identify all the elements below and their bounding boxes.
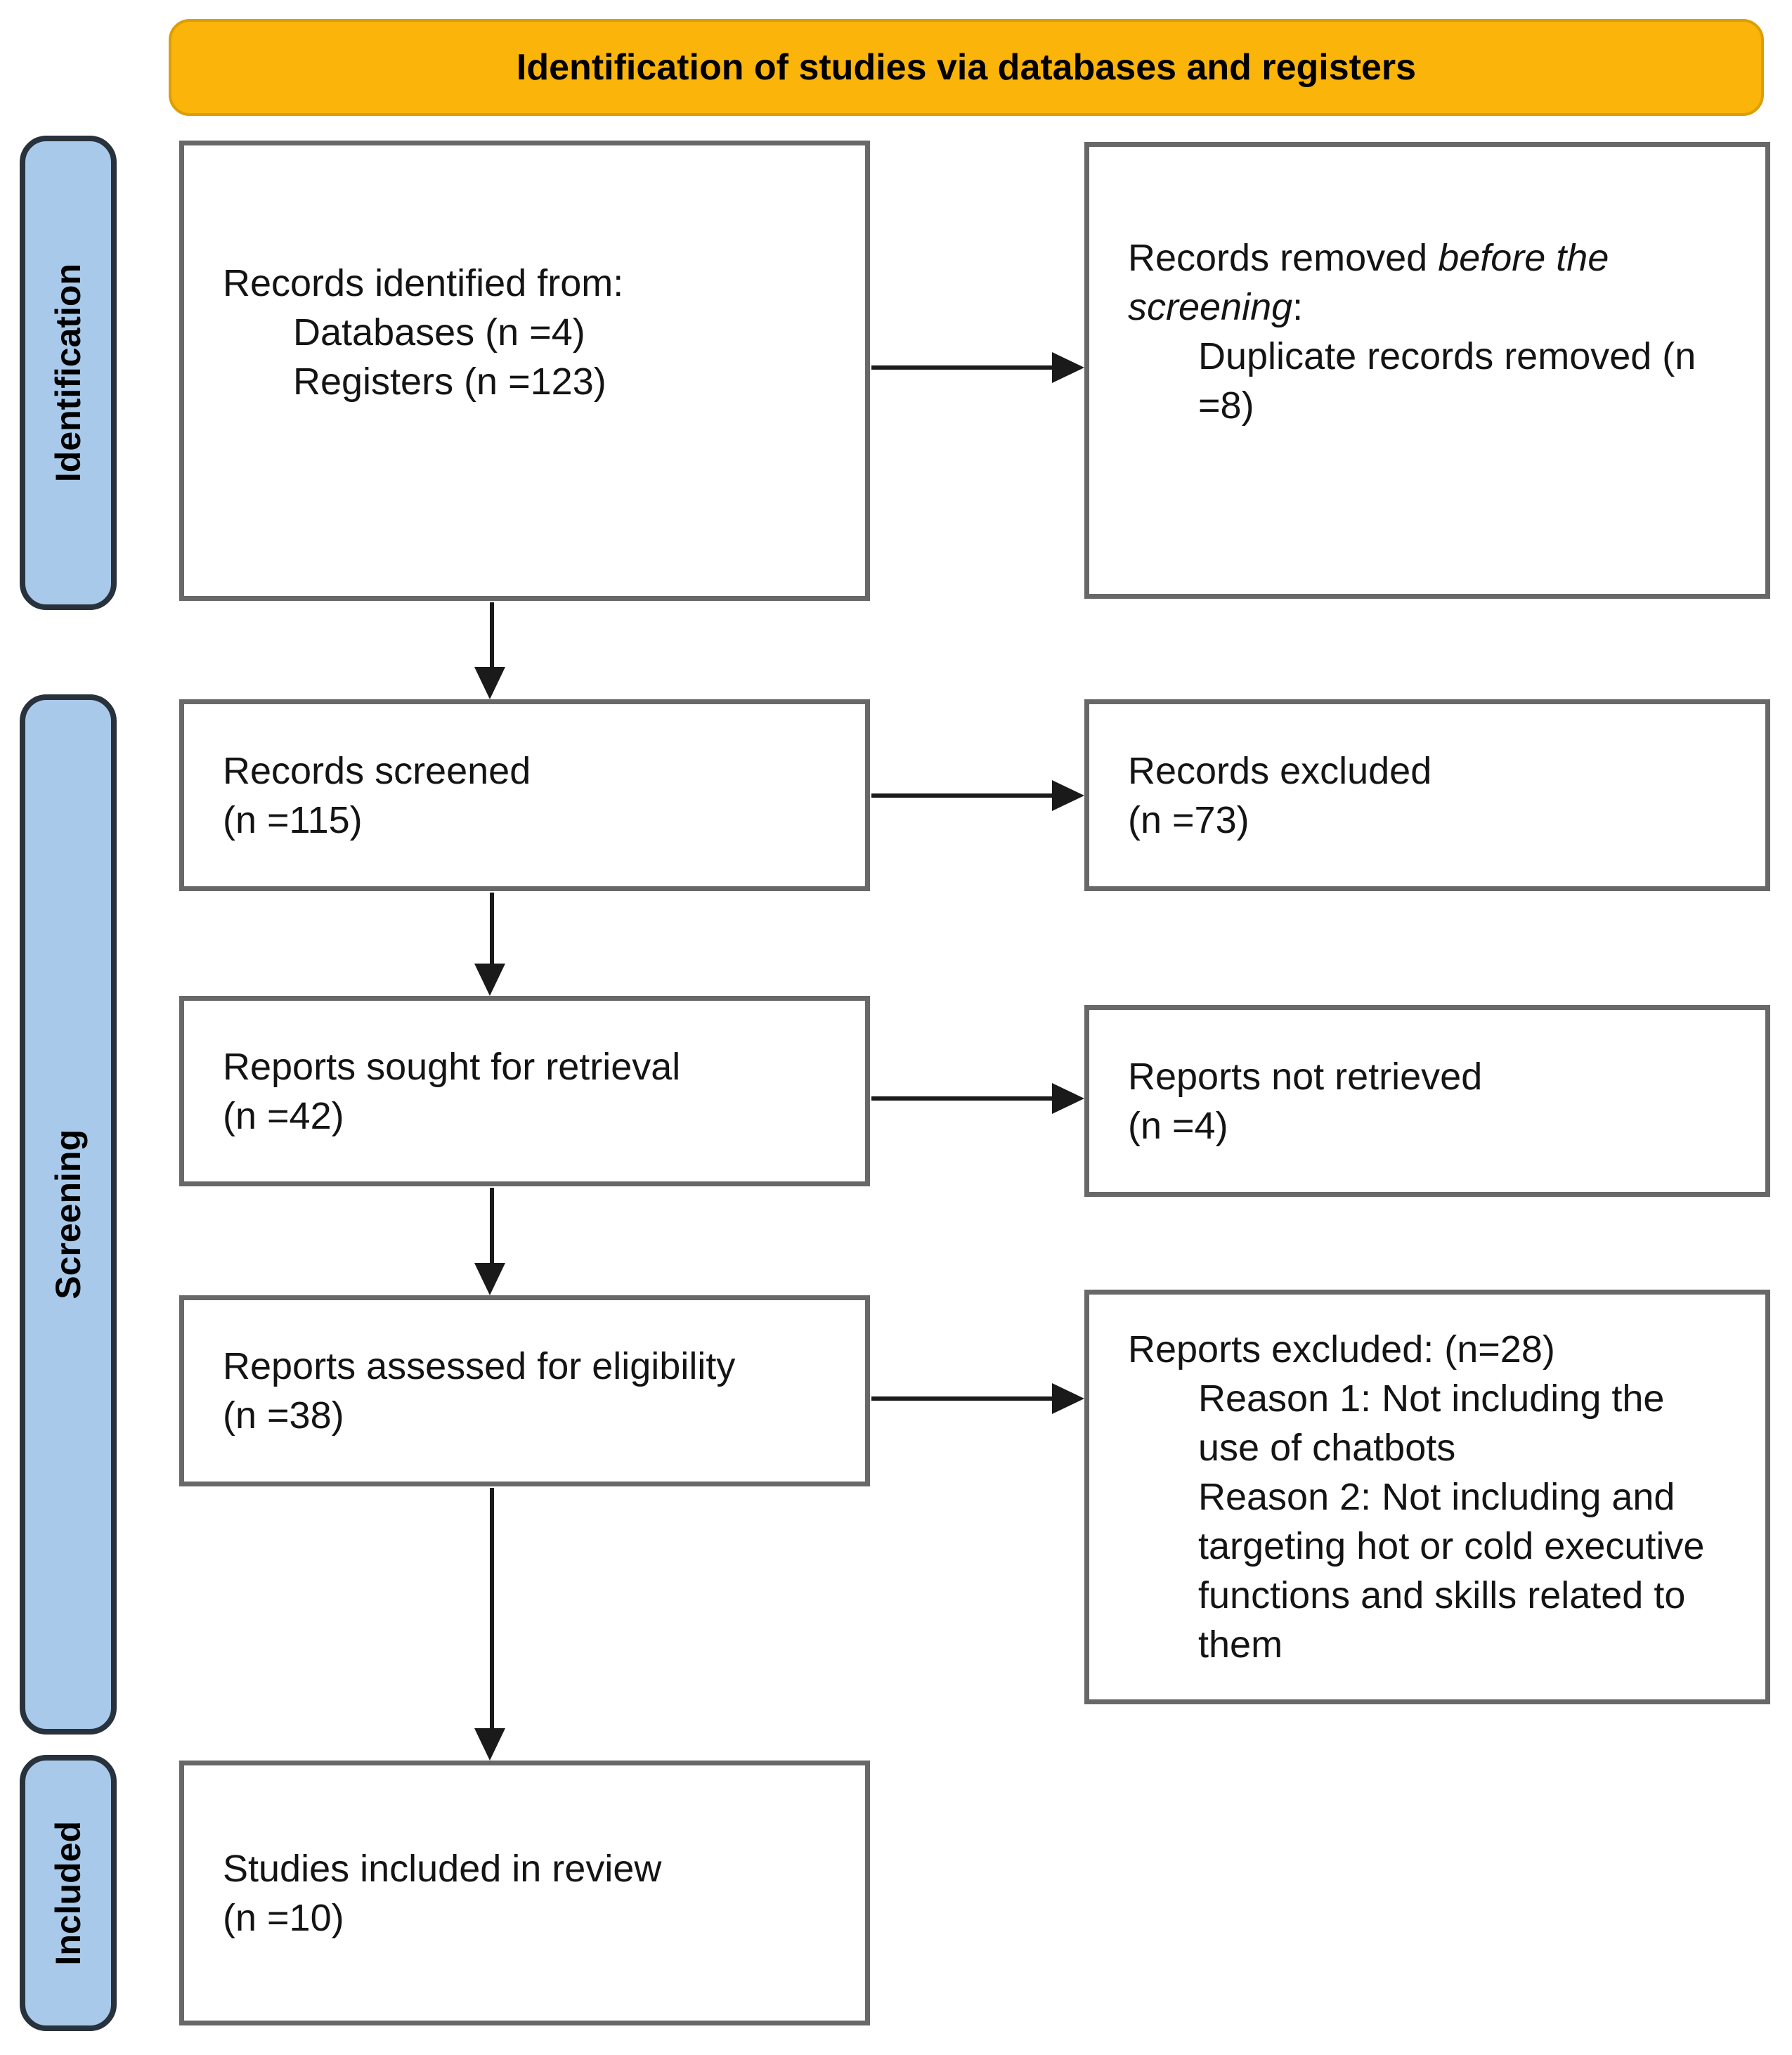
banner-title: Identification of studies via databases … bbox=[516, 47, 1417, 88]
records-screened-title: Records screened bbox=[223, 749, 531, 792]
arrow-screened-to-excluded bbox=[871, 793, 1052, 798]
reports-assessed-title: Reports assessed for eligibility bbox=[223, 1345, 736, 1387]
records-identified-registers: Registers (n =123) bbox=[293, 360, 606, 403]
stage-label-screening: Screening bbox=[20, 694, 117, 1735]
box-records-excluded: Records excluded (n =73) bbox=[1084, 699, 1770, 891]
box-reports-assessed: Reports assessed for eligibility (n =38) bbox=[179, 1295, 870, 1486]
reports-excluded-reason-2: Reason 2: Not including and targeting ho… bbox=[1198, 1476, 1705, 1666]
arrow-sought-to-assessed bbox=[490, 1188, 494, 1263]
reports-assessed-count: (n =38) bbox=[223, 1394, 344, 1437]
reports-excluded-reason-1: Reason 1: Not including the use of chatb… bbox=[1198, 1377, 1665, 1469]
stage-label-identification-text: Identification bbox=[48, 263, 88, 483]
reports-not-retrieved-title: Reports not retrieved bbox=[1128, 1055, 1483, 1098]
arrowhead-assessed-to-excluded-reasons bbox=[1052, 1383, 1084, 1414]
box-reports-excluded-reasons: Reports excluded: (n=28) Reason 1: Not i… bbox=[1084, 1290, 1770, 1704]
arrow-identified-to-screened bbox=[490, 602, 494, 669]
box-reports-sought: Reports sought for retrieval (n =42) bbox=[179, 996, 870, 1186]
arrowhead-sought-to-assessed bbox=[474, 1263, 505, 1295]
records-identified-databases: Databases (n =4) bbox=[293, 311, 585, 354]
stage-label-included-text: Included bbox=[48, 1820, 88, 1966]
box-records-identified: Records identified from: Databases (n =4… bbox=[179, 141, 870, 601]
stage-label-screening-text: Screening bbox=[48, 1129, 88, 1299]
arrow-identified-to-removed bbox=[871, 365, 1052, 370]
studies-included-count: (n =10) bbox=[223, 1896, 344, 1939]
reports-sought-title: Reports sought for retrieval bbox=[223, 1045, 681, 1088]
arrow-assessed-to-included bbox=[490, 1488, 494, 1730]
arrowhead-identified-to-screened bbox=[474, 667, 505, 699]
records-removed-title: Records removed before the screening: bbox=[1128, 237, 1609, 328]
stage-label-included: Included bbox=[20, 1755, 117, 2031]
arrow-screened-to-sought bbox=[490, 893, 494, 965]
box-records-removed: Records removed before the screening: Du… bbox=[1084, 142, 1770, 599]
stage-label-identification: Identification bbox=[20, 136, 117, 610]
records-identified-title: Records identified from: bbox=[223, 261, 624, 304]
arrow-assessed-to-excluded-reasons bbox=[871, 1396, 1052, 1401]
arrowhead-screened-to-sought bbox=[474, 964, 505, 996]
arrow-sought-to-not-retrieved bbox=[871, 1096, 1052, 1101]
box-reports-not-retrieved: Reports not retrieved (n =4) bbox=[1084, 1005, 1770, 1197]
box-records-screened: Records screened (n =115) bbox=[179, 699, 870, 891]
arrowhead-assessed-to-included bbox=[474, 1728, 505, 1761]
reports-excluded-title: Reports excluded: (n=28) bbox=[1128, 1328, 1555, 1370]
reports-not-retrieved-count: (n =4) bbox=[1128, 1104, 1228, 1147]
studies-included-title: Studies included in review bbox=[223, 1847, 662, 1890]
records-excluded-title: Records excluded bbox=[1128, 749, 1432, 792]
arrowhead-identified-to-removed bbox=[1052, 352, 1084, 383]
records-excluded-count: (n =73) bbox=[1128, 798, 1249, 841]
records-removed-duplicates: Duplicate records removed (n =8) bbox=[1198, 335, 1696, 427]
records-screened-count: (n =115) bbox=[223, 798, 363, 841]
box-studies-included: Studies included in review (n =10) bbox=[179, 1761, 870, 2025]
arrowhead-screened-to-excluded bbox=[1052, 780, 1084, 811]
reports-sought-count: (n =42) bbox=[223, 1094, 344, 1137]
arrowhead-sought-to-not-retrieved bbox=[1052, 1083, 1084, 1114]
banner: Identification of studies via databases … bbox=[169, 19, 1764, 116]
